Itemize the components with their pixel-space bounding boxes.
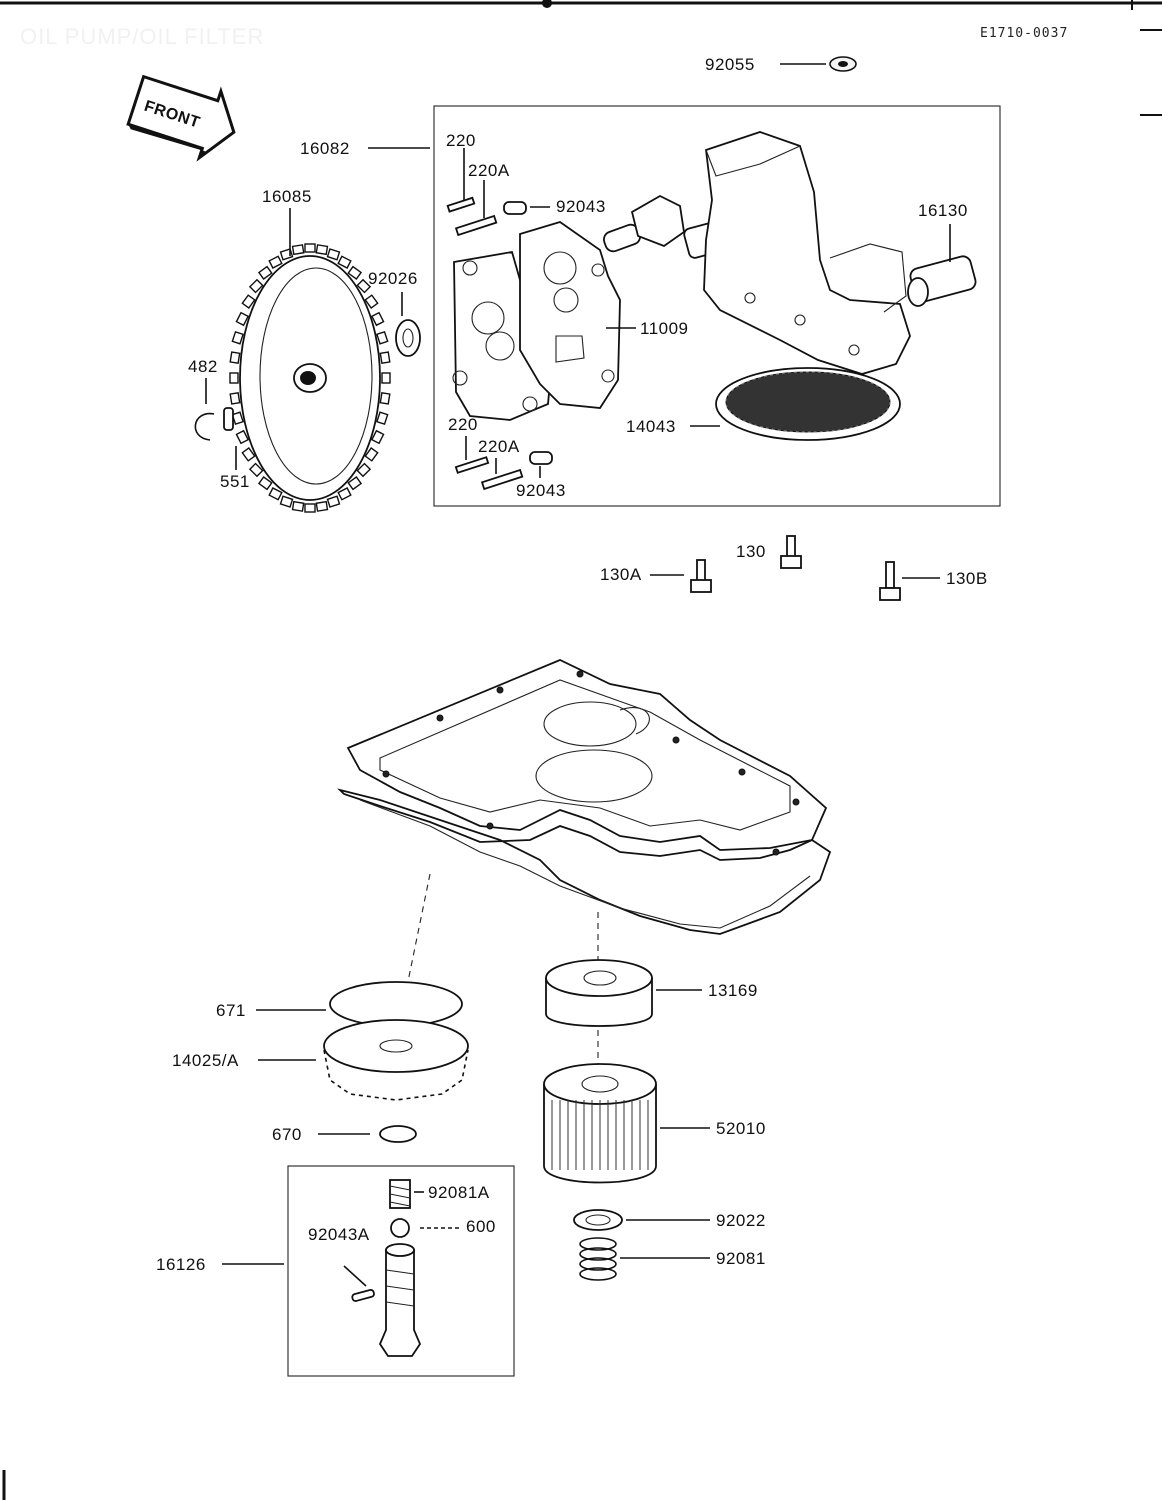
part-220-screw-bottom xyxy=(454,451,553,491)
part-482-circlip xyxy=(194,412,215,441)
part-130-bolt xyxy=(780,535,802,569)
callout-482: 482 xyxy=(188,357,218,376)
callout-16085: 16085 xyxy=(262,187,312,206)
callout-670: 670 xyxy=(272,1125,302,1144)
part-130a-bolt xyxy=(690,559,712,593)
part-92026-washer xyxy=(395,319,421,357)
part-551-pin xyxy=(223,407,234,431)
callout-16126: 16126 xyxy=(156,1255,206,1274)
bypass-valve-box xyxy=(287,1165,515,1377)
front-arrow: FRONT xyxy=(126,74,236,162)
part-52010-oil-filter xyxy=(543,1063,657,1184)
diagram-code: E1710-0037 xyxy=(980,26,1068,41)
callout-16082: 16082 xyxy=(300,139,350,158)
part-670-washer xyxy=(379,1125,417,1143)
part-92043a-pin xyxy=(351,1289,375,1302)
part-92043-pin-top xyxy=(503,201,527,215)
callout-52010: 52010 xyxy=(716,1119,766,1138)
part-92081-spring xyxy=(579,1237,617,1281)
callout-14025a: 14025/A xyxy=(172,1051,239,1070)
callout-600: 600 xyxy=(466,1217,496,1236)
callout-220a-top: 220A xyxy=(468,161,510,180)
part-220a-screw xyxy=(454,214,498,237)
callout-92055: 92055 xyxy=(705,55,755,74)
callout-130: 130 xyxy=(736,542,766,561)
part-16126-relief-valve xyxy=(378,1243,422,1357)
callout-11009: 11009 xyxy=(640,319,689,338)
callout-14043: 14043 xyxy=(626,417,676,436)
part-13169-filter-cover xyxy=(545,959,653,1027)
part-220-screw xyxy=(446,196,476,213)
callout-92043a: 92043A xyxy=(308,1225,370,1244)
part-600-ball xyxy=(390,1218,410,1238)
part-92022-washer xyxy=(573,1209,623,1231)
callout-92026: 92026 xyxy=(368,269,418,288)
part-14043-strainer xyxy=(715,367,901,441)
part-14025a-oil-screen xyxy=(323,1019,469,1101)
part-16130-pump-body xyxy=(703,131,977,375)
part-11009-pump-cover xyxy=(452,221,621,421)
callout-16130: 16130 xyxy=(918,201,968,220)
callout-220-top: 220 xyxy=(446,131,476,150)
callout-671: 671 xyxy=(216,1001,246,1020)
part-16085-sprocket xyxy=(229,243,391,513)
oil-pump-assembly-box xyxy=(433,105,1001,507)
callout-130b: 130B xyxy=(946,569,988,588)
callout-92022: 92022 xyxy=(716,1211,766,1230)
part-130b-bolt xyxy=(879,561,901,601)
page-title: OIL PUMP/OIL FILTER xyxy=(20,24,264,49)
part-92055-nut xyxy=(829,56,857,72)
part-92081a-spring xyxy=(389,1179,411,1209)
callout-92043-bottom: 92043 xyxy=(516,481,566,500)
callout-220a-bottom: 220A xyxy=(478,437,520,456)
part-oil-pan xyxy=(337,659,832,935)
callout-220-bottom: 220 xyxy=(448,415,478,434)
callout-13169: 13169 xyxy=(708,981,758,1000)
callout-92043-top: 92043 xyxy=(556,197,606,216)
callout-92081: 92081 xyxy=(716,1249,766,1268)
callout-130a: 130A xyxy=(600,565,642,584)
callout-92081a: 92081A xyxy=(428,1183,490,1202)
callout-551: 551 xyxy=(220,472,250,491)
